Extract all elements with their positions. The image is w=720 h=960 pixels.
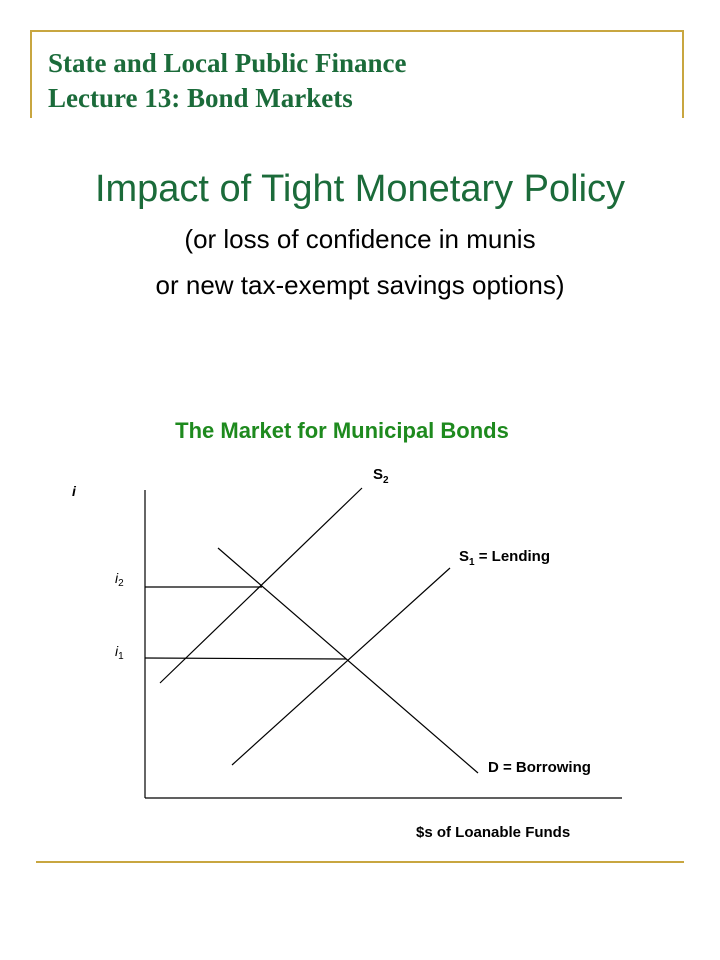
i2-label: i2 [115,570,124,589]
course-title: State and Local Public Finance [48,48,407,78]
slide-title: Impact of Tight Monetary Policy [94,168,626,210]
slide-subtitle-line1: (or loss of confidence in munis [184,224,536,254]
s2-label: S2 [373,466,389,486]
i1-label: i1 [115,643,124,662]
demand-curve [217,547,479,774]
s1-label: S1 = Lending [459,548,550,568]
demand-label: D = Borrowing [488,759,591,776]
y-axis-label: i [72,483,77,499]
i1-level-line [144,657,347,660]
x-axis-label: $s of Loanable Funds [416,824,570,841]
frame-top-border [30,30,684,32]
lecture-title: Lecture 13: Bond Markets [48,83,353,113]
s1-supply-curve [231,567,451,766]
frame-bottom-border [36,861,684,863]
frame-right-border [682,30,684,118]
frame-left-border [30,30,32,118]
chart-title: The Market for Municipal Bonds [175,418,509,443]
slide-header: State and Local Public Finance Lecture 1… [48,46,407,116]
slide-subtitle-line2: or new tax-exempt savings options) [155,270,565,300]
